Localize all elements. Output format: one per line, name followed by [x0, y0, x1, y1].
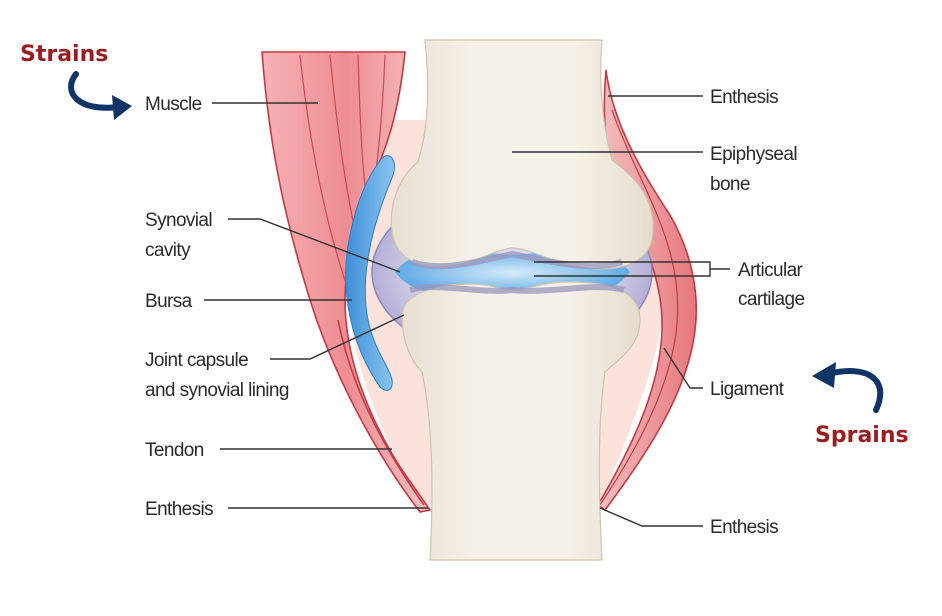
callout-sprains: Sprains	[815, 423, 909, 448]
label-bursa: Bursa	[145, 291, 193, 312]
label-joint-capsule-2: and synovial lining	[145, 380, 289, 401]
articular-cartilage-lower	[409, 284, 625, 294]
label-joint-capsule-1: Joint capsule	[145, 350, 248, 371]
epiphyseal-bone-lower	[401, 281, 641, 561]
label-enthesis-bottom-left: Enthesis	[145, 499, 213, 520]
label-epiphyseal-2: bone	[710, 174, 750, 195]
label-articular-2: cartilage	[738, 289, 804, 310]
label-epiphyseal-1: Epiphyseal	[710, 144, 797, 165]
sprains-arrow-icon	[812, 362, 884, 413]
label-synovial-cavity-1: Synovial	[145, 210, 212, 231]
label-articular-1: Articular	[738, 260, 804, 281]
callout-strains: Strains	[20, 42, 108, 67]
label-ligament: Ligament	[710, 379, 785, 400]
label-synovial-cavity-2: cavity	[145, 240, 191, 261]
bursa	[345, 155, 395, 391]
label-muscle: Muscle	[145, 94, 202, 115]
label-enthesis-top-right: Enthesis	[710, 87, 778, 108]
strains-arrow-icon	[68, 71, 132, 120]
epiphyseal-bone-upper	[390, 39, 654, 270]
label-enthesis-bottom-right: Enthesis	[710, 517, 778, 538]
label-tendon: Tendon	[145, 440, 204, 461]
articular-cartilage-upper	[410, 250, 623, 270]
